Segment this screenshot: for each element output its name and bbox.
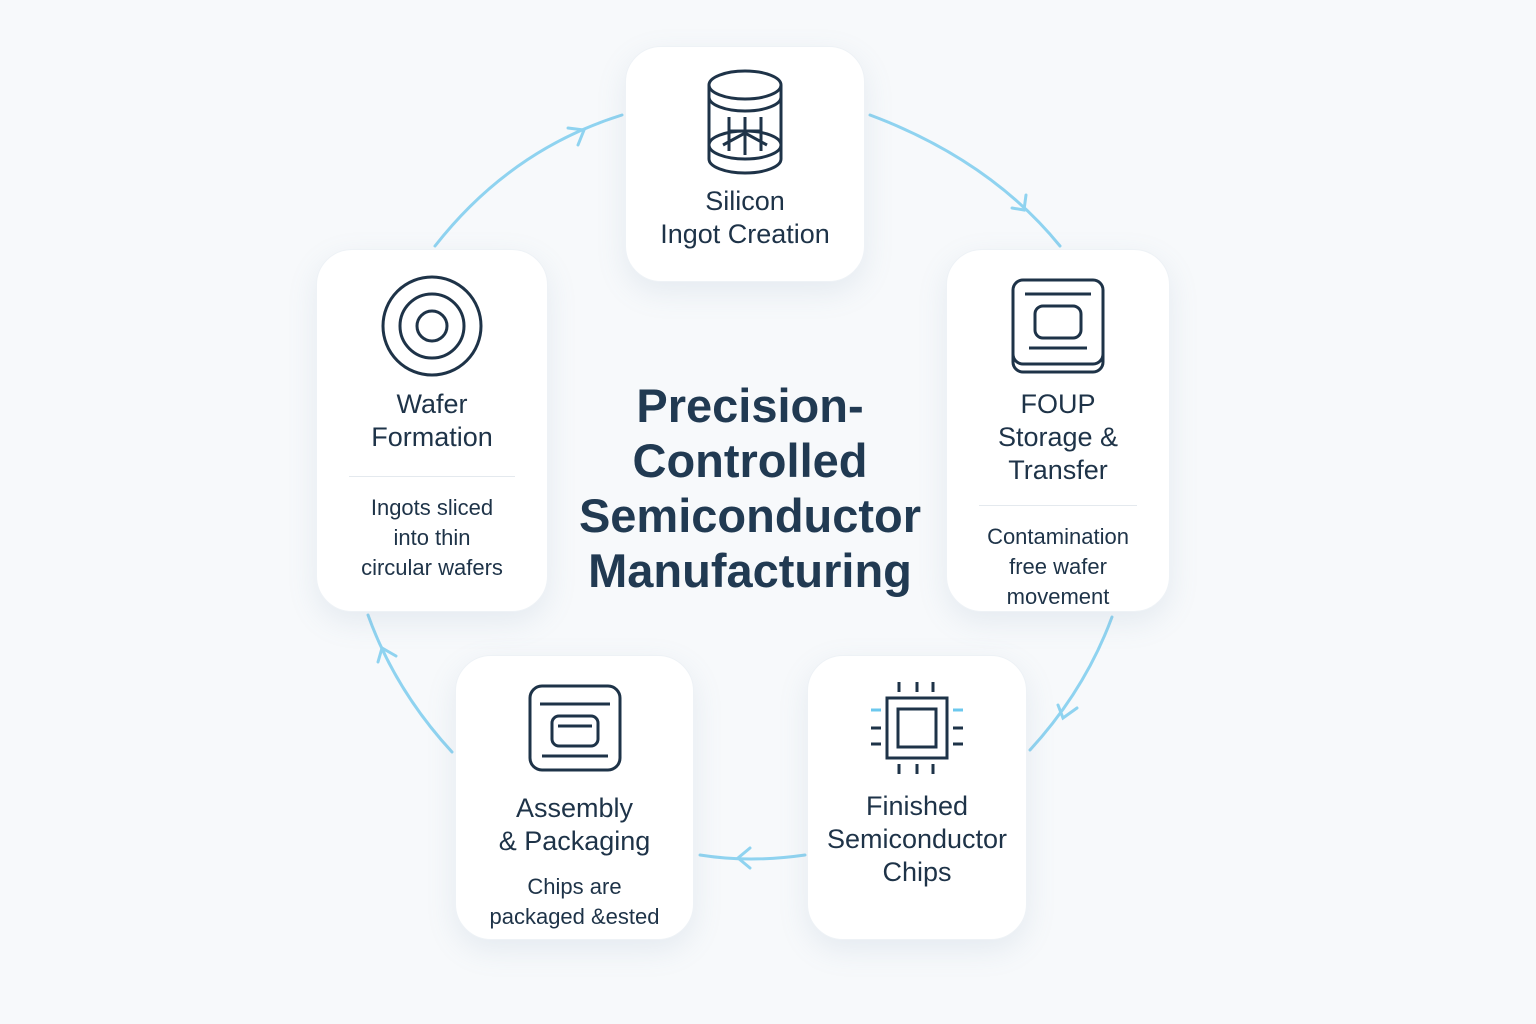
step-silicon-ingot: Silicon Ingot Creation xyxy=(625,46,865,282)
arrow-wafer-to-ingot xyxy=(433,113,624,248)
arrowhead xyxy=(1010,193,1028,212)
step-description: Contamination free wafer movement xyxy=(987,524,1129,609)
step-title: FOUP Storage & Transfer xyxy=(997,389,1119,485)
divider xyxy=(349,476,515,477)
arrowhead xyxy=(376,645,398,664)
arrowhead xyxy=(1056,703,1079,721)
arrow-assembly-to-wafer xyxy=(366,613,454,754)
wafer-icon xyxy=(381,275,483,377)
step-title: Wafer Formation xyxy=(371,389,493,452)
arrowhead xyxy=(566,126,587,147)
arrow-foup-to-chips xyxy=(1028,615,1114,752)
arrow-ingot-to-foup xyxy=(868,113,1062,248)
step-description: Ingots sliced into thin circular wafers xyxy=(361,495,503,580)
chip-icon xyxy=(871,682,963,774)
package-icon xyxy=(528,684,621,772)
step-assembly-packaging: Assembly & Packaging Chips are packaged … xyxy=(455,655,694,940)
divider xyxy=(979,505,1137,506)
step-description: Chips are packaged &ested xyxy=(489,874,660,929)
step-foup: FOUP Storage & Transfer Contamination fr… xyxy=(946,249,1170,612)
step-title: Silicon Ingot Creation xyxy=(660,186,830,249)
foup-container-icon xyxy=(1011,278,1105,374)
step-title: Finished Semiconductor Chips xyxy=(826,791,1008,887)
step-finished-chips: Finished Semiconductor Chips xyxy=(807,655,1027,940)
step-title: Assembly & Packaging xyxy=(498,793,651,856)
diagram-title: Precision- Controlled Semiconductor Manu… xyxy=(578,379,922,597)
arrowhead xyxy=(735,846,752,870)
arrow-chips-to-assembly xyxy=(698,853,807,861)
step-wafer-formation: Wafer Formation Ingots sliced into thin … xyxy=(316,249,548,612)
ingot-cylinder-icon xyxy=(707,69,783,175)
